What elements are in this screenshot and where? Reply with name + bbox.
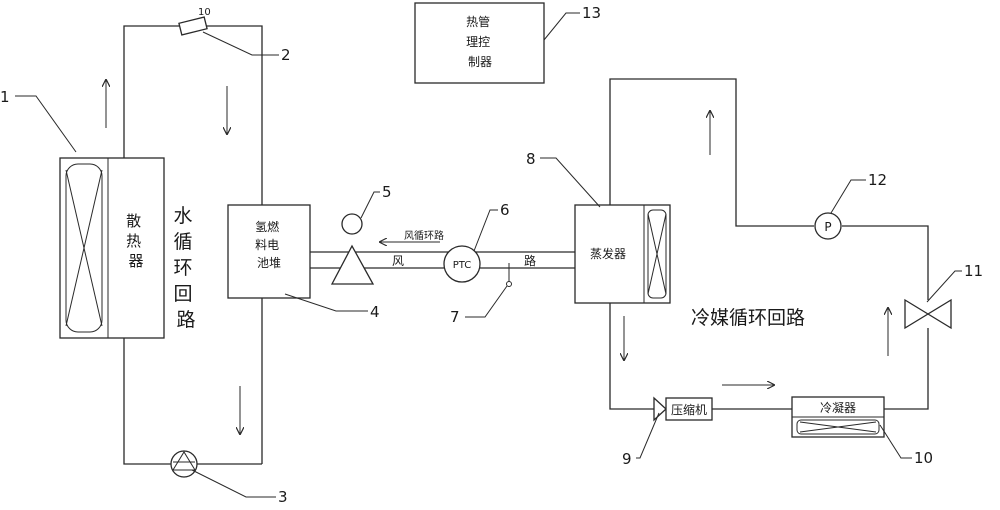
temperature-sensor [506, 263, 512, 287]
sensor-tag: 10 [198, 7, 211, 18]
fan [330, 213, 375, 285]
compressor-label: 压缩机 [671, 402, 707, 417]
callout-13: 13 [582, 4, 601, 22]
water-loop-label: 水 循 环 回 路 [173, 205, 198, 331]
radiator: 散 热 器 [59, 157, 165, 339]
pressure-sensor-label: P [824, 220, 831, 234]
compressor: 压缩机 [653, 396, 713, 422]
air-label-right: 路 [524, 253, 536, 268]
expansion-valve [904, 298, 952, 330]
radiator-label: 散 热 器 [126, 212, 146, 270]
pressure-sensor: P [814, 212, 842, 240]
fuel-cell-stack: 氢燃 料电 池堆 [227, 204, 311, 299]
air-loop-small-label: 风循环路 [404, 229, 444, 242]
ptc-heater: PTC [443, 245, 481, 283]
callout-8: 8 [526, 150, 536, 168]
condenser: 冷凝器 [791, 396, 885, 438]
water-pump [170, 450, 198, 478]
air-label-left: 风 [392, 254, 404, 268]
callout-6: 6 [500, 201, 510, 219]
ptc-label: PTC [453, 260, 472, 271]
callout-1: 1 [0, 88, 10, 106]
callout-5: 5 [382, 183, 392, 201]
fuel-cell-label: 氢燃 料电 池堆 [255, 219, 283, 270]
callout-leaders [15, 12, 962, 498]
callout-11: 11 [964, 262, 983, 280]
water-flow-arrows [106, 80, 240, 434]
controller-label: 热管 理控 制器 [466, 14, 494, 69]
thermal-controller: 热管 理控 制器 [414, 2, 545, 84]
callout-numbers: 1 2 3 4 5 6 7 8 9 10 11 12 13 [0, 4, 983, 506]
callout-3: 3 [278, 488, 288, 506]
condenser-label: 冷凝器 [820, 400, 856, 415]
callout-10: 10 [914, 449, 933, 467]
callout-7: 7 [450, 308, 460, 326]
evaporator-label: 蒸发器 [590, 246, 626, 261]
callout-2: 2 [281, 46, 291, 64]
callout-12: 12 [868, 171, 887, 189]
refrigerant-flow-arrows [624, 111, 888, 385]
evaporator: 蒸发器 [574, 204, 671, 304]
sensor-valve: 10 [178, 7, 211, 36]
callout-4: 4 [370, 303, 380, 321]
refrigerant-loop-pipes [609, 78, 929, 410]
callout-9: 9 [622, 450, 632, 468]
refrigerant-loop-label: 冷媒循环回路 [691, 307, 805, 329]
